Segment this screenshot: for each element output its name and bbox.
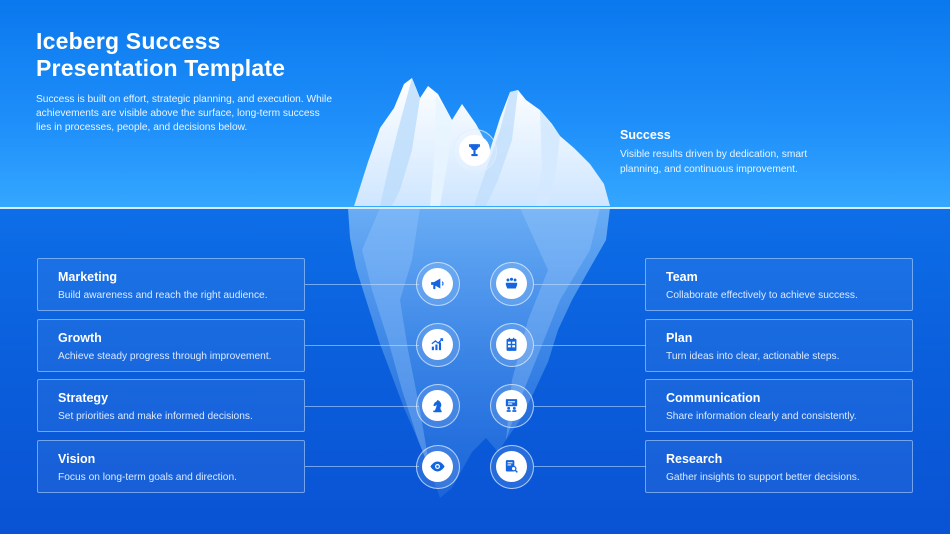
card-plan: Plan Turn ideas into clear, actionable s… [645,319,913,372]
card-strategy: Strategy Set priorities and make informe… [37,379,305,432]
card-title: Growth [58,331,102,345]
card-description: Gather insights to support better decisi… [666,472,860,483]
eye-icon [430,461,445,472]
card-description: Set priorities and make informed decisio… [58,411,253,422]
trophy-icon [468,144,481,157]
title-line-2: Presentation Template [36,55,286,81]
card-description: Collaborate effectively to achieve succe… [666,290,858,301]
marketing-icon-badge [416,262,460,306]
connector-line [305,284,419,285]
presentation-icon [505,399,518,412]
card-description: Turn ideas into clear, actionable steps. [666,351,840,362]
team-icon-badge [490,262,534,306]
vision-icon-badge [416,445,460,489]
card-title: Plan [666,331,693,345]
card-marketing: Marketing Build awareness and reach the … [37,258,305,311]
growth-icon-badge [416,323,460,367]
connector-line [305,345,419,346]
card-title: Research [666,452,723,466]
chess-knight-icon [433,399,442,413]
research-icon-badge [490,445,534,489]
research-icon [505,460,518,473]
connector-line [534,284,646,285]
communication-icon-badge [490,384,534,428]
card-research: Research Gather insights to support bett… [645,440,913,493]
card-vision: Vision Focus on long-term goals and dire… [37,440,305,493]
success-title: Success [620,128,671,142]
growth-chart-icon [431,338,444,351]
success-icon-badge [453,129,497,173]
team-icon [505,277,518,289]
planner-icon [506,337,517,351]
card-title: Team [666,270,698,284]
card-description: Achieve steady progress through improvem… [58,351,272,362]
card-description: Focus on long-term goals and direction. [58,472,237,483]
success-description: Visible results driven by dedication, sm… [620,149,808,175]
waterline [0,207,950,209]
card-title: Vision [58,452,96,466]
connector-line [305,466,419,467]
connector-line [534,466,646,467]
card-description: Share information clearly and consistent… [666,411,857,422]
page-subtitle: Success is built on effort, strategic pl… [36,94,332,134]
card-description: Build awareness and reach the right audi… [58,290,268,301]
strategy-icon-badge [416,384,460,428]
card-growth: Growth Achieve steady progress through i… [37,319,305,372]
card-title: Communication [666,391,761,405]
card-title: Strategy [58,391,109,405]
card-title: Marketing [58,270,118,284]
megaphone-icon [431,278,444,290]
plan-icon-badge [490,323,534,367]
connector-line [534,345,646,346]
card-team: Team Collaborate effectively to achieve … [645,258,913,311]
connector-line [305,406,419,407]
card-communication: Communication Share information clearly … [645,379,913,432]
page-title: Iceberg Success Presentation Template [36,28,285,82]
title-line-1: Iceberg Success [36,28,221,54]
connector-line [534,406,646,407]
